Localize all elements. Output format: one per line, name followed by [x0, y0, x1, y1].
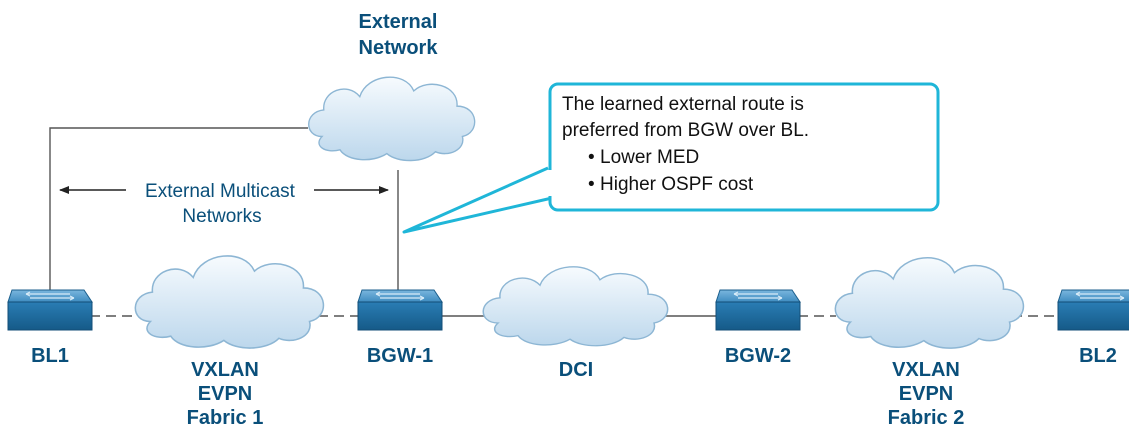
bl2-switch-icon	[1057, 289, 1129, 331]
fabric2-cloud	[834, 257, 1025, 349]
dci-label: DCI	[559, 359, 593, 381]
fabric1-label-line2: EVPN	[198, 383, 252, 405]
external-network-cloud	[308, 76, 476, 162]
callout-bullet-dot-1: •	[588, 147, 595, 168]
external-network-label-line1: External	[359, 11, 438, 33]
bl2-label: BL2	[1079, 345, 1117, 367]
callout-bullet-1: Lower MED	[600, 147, 699, 168]
dci-cloud	[482, 266, 669, 347]
bl1-label: BL1	[31, 345, 69, 367]
fabric2-label-line2: EVPN	[899, 383, 953, 405]
bgw1-label: BGW-1	[367, 345, 433, 367]
bgw1-switch-icon	[357, 289, 443, 331]
external-multicast-label-line2: Networks	[182, 206, 261, 227]
links	[49, 127, 1060, 317]
callout-line1: The learned external route is	[562, 94, 804, 115]
callout-bullet-2: Higher OSPF cost	[600, 174, 754, 195]
fabric2-label-line1: VXLAN	[892, 359, 960, 381]
bl1-switch-icon	[7, 289, 93, 331]
link-bl1-external	[49, 127, 308, 290]
external-network-label-line2: Network	[359, 37, 439, 59]
fabric1-label-line1: VXLAN	[191, 359, 259, 381]
fabric2-label-line3: Fabric 2	[888, 407, 965, 429]
fabric1-cloud	[134, 255, 325, 349]
fabric1-label-line3: Fabric 1	[187, 407, 264, 429]
callout-line2: preferred from BGW over BL.	[562, 120, 809, 141]
bgw2-switch-icon	[715, 289, 801, 331]
bgw2-label: BGW-2	[725, 345, 791, 367]
callout: The learned external route is preferred …	[402, 82, 940, 234]
callout-bullet-dot-2: •	[588, 174, 595, 195]
callout-box	[548, 82, 940, 212]
callout-pointer	[402, 166, 553, 234]
external-multicast-label-line1: External Multicast	[145, 181, 296, 202]
